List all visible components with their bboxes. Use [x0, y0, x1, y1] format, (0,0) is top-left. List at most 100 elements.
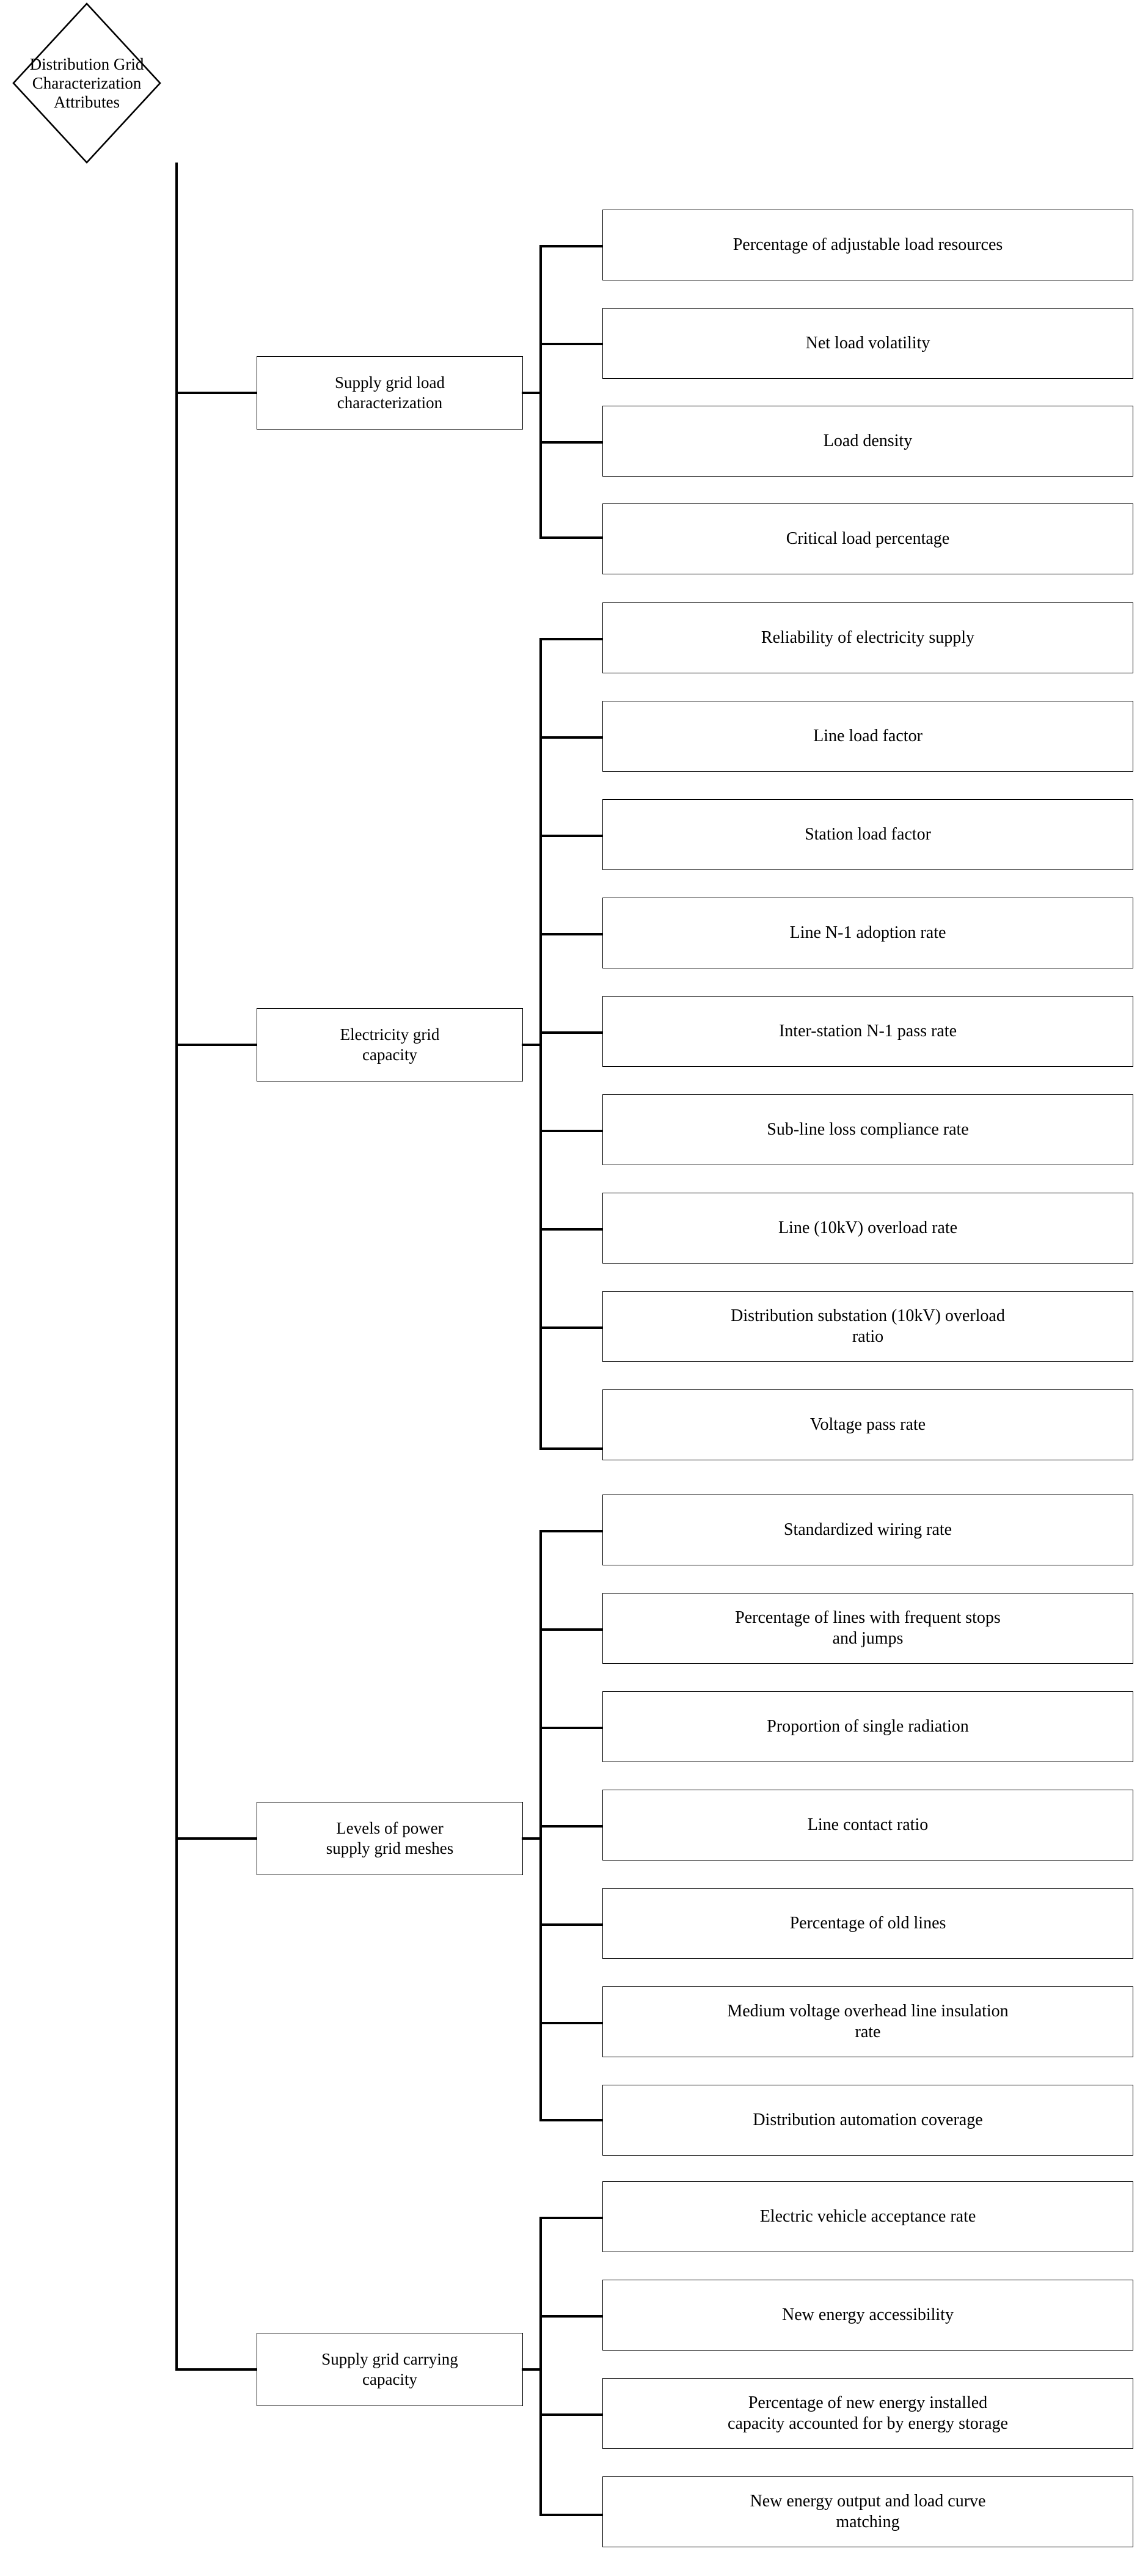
leaf-label: Percentage of lines with frequent stops … [735, 1608, 1001, 1649]
leaf-label-line: Distribution substation (10kV) overload [731, 1306, 1005, 1325]
leaf-label-line: Line (10kV) overload rate [778, 1218, 958, 1237]
leaf-box[interactable]: Electric vehicle acceptance rate [602, 2181, 1133, 2252]
leaf-label-line: Percentage of lines with frequent stops [735, 1608, 1001, 1627]
category-3-to-group-connector [522, 1837, 542, 1840]
leaf-label-line: Distribution automation coverage [753, 2110, 983, 2129]
leaf-label: Medium voltage overhead line insulation … [727, 2001, 1008, 2043]
leaf-label-line: Line load factor [813, 726, 923, 745]
leaf-box[interactable]: Load density [602, 406, 1133, 477]
leaf-box[interactable]: Medium voltage overhead line insulation … [602, 1986, 1133, 2057]
group-2-leaf-stub-1 [539, 638, 604, 640]
category-box-levels-of-power-supply-grid-meshes[interactable]: Levels of power supply grid meshes [257, 1802, 523, 1875]
leaf-box[interactable]: New energy output and load curve matchin… [602, 2476, 1133, 2547]
leaf-label-line: Line contact ratio [807, 1815, 929, 1834]
group-4-leaf-stub-4 [539, 2514, 604, 2516]
category-4-to-group-connector [522, 2368, 542, 2371]
leaf-label-line: Inter-station N-1 pass rate [778, 1022, 957, 1041]
category-box-supply-grid-load-characterization[interactable]: Supply grid load characterization [257, 356, 523, 430]
leaf-label: Distribution automation coverage [753, 2110, 982, 2131]
leaf-box[interactable]: Percentage of old lines [602, 1888, 1133, 1959]
leaf-label-line: matching [836, 2512, 900, 2531]
leaf-label-line: Medium voltage overhead line insulation [727, 2002, 1009, 2021]
leaf-label-line: New energy output and load curve [750, 2492, 986, 2511]
category-2-label: Electricity grid capacity [340, 1025, 440, 1065]
leaf-label-line: Electric vehicle acceptance rate [759, 2207, 976, 2226]
trunk-to-category-3-connector [175, 1837, 258, 1840]
leaf-box[interactable]: Proportion of single radiation [602, 1691, 1133, 1762]
category-3-line-1: Levels of power [336, 1819, 444, 1837]
leaf-label-line: Standardized wiring rate [783, 1520, 952, 1539]
leaf-box[interactable]: Line N-1 adoption rate [602, 898, 1133, 968]
diamond-shape [12, 2, 161, 164]
leaf-label-line: Proportion of single radiation [767, 1717, 969, 1736]
leaf-box[interactable]: Standardized wiring rate [602, 1495, 1133, 1565]
group-1-leaf-stub-4 [539, 536, 604, 539]
leaf-label: New energy accessibility [782, 2305, 954, 2325]
leaf-box[interactable]: Voltage pass rate [602, 1389, 1133, 1460]
leaf-label: Proportion of single radiation [767, 1716, 969, 1737]
group-1-leaf-stub-3 [539, 441, 604, 444]
leaf-box[interactable]: Line contact ratio [602, 1790, 1133, 1861]
leaf-label: Line load factor [813, 726, 923, 747]
leaf-label: Line N-1 adoption rate [790, 923, 946, 943]
leaf-box[interactable]: Distribution automation coverage [602, 2085, 1133, 2156]
category-1-to-group-connector [522, 392, 542, 394]
group-4-leaf-stub-1 [539, 2217, 604, 2219]
group-2-vertical-spine [539, 639, 542, 1449]
leaf-label: New energy output and load curve matchin… [750, 2491, 986, 2533]
group-2-leaf-stub-4 [539, 933, 604, 935]
leaf-box[interactable]: Line (10kV) overload rate [602, 1193, 1133, 1264]
group-4-leaf-stub-2 [539, 2315, 604, 2318]
leaf-box[interactable]: Percentage of adjustable load resources [602, 210, 1133, 280]
leaf-label-line: Load density [823, 431, 913, 450]
category-3-label: Levels of power supply grid meshes [326, 1818, 454, 1859]
group-2-leaf-stub-2 [539, 736, 604, 739]
group-3-leaf-stub-5 [539, 1923, 604, 1926]
root-node-diamond: Distribution Grid Characterization Attri… [11, 1, 163, 165]
leaf-label-line: ratio [852, 1327, 884, 1346]
leaf-label-line: Percentage of new energy installed [748, 2393, 988, 2412]
leaf-box[interactable]: Net load volatility [602, 308, 1133, 379]
leaf-box[interactable]: Line load factor [602, 701, 1133, 772]
category-box-electricity-grid-capacity[interactable]: Electricity grid capacity [257, 1008, 523, 1081]
category-4-line-2: capacity [362, 2370, 417, 2388]
category-box-supply-grid-carrying-capacity[interactable]: Supply grid carrying capacity [257, 2333, 523, 2406]
leaf-label: Load density [824, 431, 912, 452]
main-trunk-line [175, 163, 178, 2371]
leaf-label-line: Percentage of old lines [789, 1914, 946, 1933]
category-2-line-2: capacity [362, 1045, 417, 1064]
trunk-to-category-2-connector [175, 1044, 258, 1046]
leaf-label: Line contact ratio [808, 1815, 928, 1835]
root-label-line-2: Characterization [32, 74, 142, 92]
leaf-box[interactable]: Critical load percentage [602, 503, 1133, 574]
group-3-leaf-stub-2 [539, 1628, 604, 1631]
group-2-leaf-stub-5 [539, 1031, 604, 1034]
leaf-label-line: Line N-1 adoption rate [789, 923, 946, 942]
leaf-box[interactable]: Percentage of lines with frequent stops … [602, 1593, 1133, 1664]
leaf-box[interactable]: Percentage of new energy installed capac… [602, 2378, 1133, 2449]
leaf-label: Inter-station N-1 pass rate [779, 1021, 957, 1042]
leaf-label: Standardized wiring rate [784, 1520, 952, 1540]
leaf-box[interactable]: Station load factor [602, 799, 1133, 870]
leaf-label: Net load volatility [806, 333, 930, 354]
group-1-leaf-stub-1 [539, 245, 604, 247]
trunk-to-category-4-connector [175, 2368, 258, 2371]
group-1-vertical-spine [539, 246, 542, 538]
leaf-box[interactable]: Reliability of electricity supply [602, 602, 1133, 673]
leaf-label-line: rate [855, 2022, 881, 2041]
group-3-leaf-stub-7 [539, 2119, 604, 2121]
group-2-leaf-stub-6 [539, 1130, 604, 1132]
leaf-box[interactable]: New energy accessibility [602, 2280, 1133, 2351]
leaf-label: Line (10kV) overload rate [778, 1218, 957, 1239]
category-1-line-2: characterization [337, 393, 443, 412]
leaf-label: Distribution substation (10kV) overload … [731, 1306, 1005, 1347]
group-4-leaf-stub-3 [539, 2413, 604, 2416]
group-3-leaf-stub-6 [539, 2022, 604, 2024]
category-2-line-1: Electricity grid [340, 1025, 440, 1044]
leaf-label: Sub-line loss compliance rate [767, 1119, 968, 1140]
leaf-box[interactable]: Distribution substation (10kV) overload … [602, 1291, 1133, 1362]
group-3-leaf-stub-3 [539, 1727, 604, 1729]
leaf-box[interactable]: Inter-station N-1 pass rate [602, 996, 1133, 1067]
leaf-box[interactable]: Sub-line loss compliance rate [602, 1094, 1133, 1165]
